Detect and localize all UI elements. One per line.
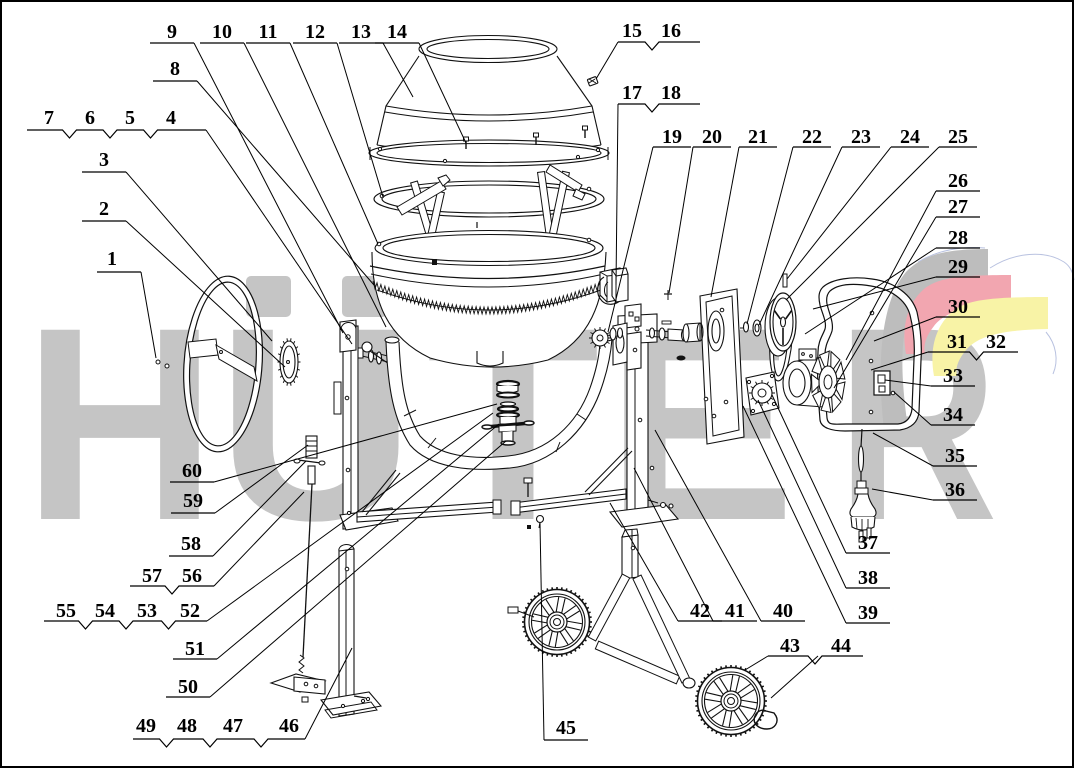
svg-text:56: 56 [182, 565, 202, 587]
svg-text:30: 30 [948, 296, 968, 318]
svg-text:51: 51 [185, 638, 205, 660]
svg-text:52: 52 [180, 600, 200, 622]
svg-text:54: 54 [95, 600, 115, 622]
svg-text:23: 23 [851, 126, 871, 148]
svg-text:28: 28 [948, 227, 968, 249]
svg-text:31: 31 [947, 331, 967, 353]
svg-text:37: 37 [858, 532, 878, 554]
svg-text:11: 11 [259, 21, 278, 43]
svg-text:49: 49 [136, 715, 156, 737]
svg-text:16: 16 [661, 20, 681, 42]
svg-text:24: 24 [900, 126, 920, 148]
svg-text:47: 47 [223, 715, 243, 737]
svg-text:46: 46 [279, 715, 299, 737]
svg-text:39: 39 [858, 602, 878, 624]
svg-text:44: 44 [831, 635, 851, 657]
svg-text:43: 43 [780, 635, 800, 657]
svg-text:19: 19 [662, 126, 682, 148]
svg-text:8: 8 [170, 58, 180, 80]
svg-text:6: 6 [85, 107, 95, 129]
svg-text:14: 14 [387, 21, 407, 43]
svg-text:20: 20 [702, 126, 722, 148]
svg-text:45: 45 [556, 717, 576, 739]
svg-text:7: 7 [44, 107, 54, 129]
svg-text:H: H [23, 270, 217, 578]
svg-text:41: 41 [725, 600, 745, 622]
svg-text:17: 17 [622, 82, 642, 104]
svg-text:48: 48 [177, 715, 197, 737]
svg-text:34: 34 [943, 404, 963, 426]
svg-text:15: 15 [622, 20, 642, 42]
svg-text:27: 27 [948, 196, 968, 218]
svg-text:9: 9 [167, 21, 177, 43]
svg-text:57: 57 [142, 565, 162, 587]
svg-text:36: 36 [945, 479, 965, 501]
svg-text:29: 29 [948, 256, 968, 278]
svg-text:10: 10 [212, 21, 232, 43]
svg-text:U: U [217, 271, 416, 578]
svg-text:18: 18 [661, 82, 681, 104]
svg-text:4: 4 [166, 107, 176, 129]
svg-text:25: 25 [948, 126, 968, 148]
svg-text:58: 58 [181, 533, 201, 555]
svg-text:38: 38 [858, 567, 878, 589]
svg-text:35: 35 [945, 445, 965, 467]
svg-text:22: 22 [802, 126, 822, 148]
svg-text:26: 26 [948, 170, 968, 192]
svg-text:42: 42 [690, 600, 710, 622]
svg-text:21: 21 [748, 126, 768, 148]
svg-text:40: 40 [773, 600, 793, 622]
svg-text:60: 60 [182, 460, 202, 482]
svg-text:13: 13 [351, 21, 371, 43]
svg-text:53: 53 [137, 600, 157, 622]
svg-text:32: 32 [986, 331, 1006, 353]
svg-text:3: 3 [99, 149, 109, 171]
svg-text:1: 1 [107, 248, 117, 270]
svg-text:2: 2 [99, 198, 109, 220]
svg-text:5: 5 [125, 107, 135, 129]
svg-text:12: 12 [305, 21, 325, 43]
svg-text:55: 55 [56, 600, 76, 622]
svg-text:33: 33 [943, 365, 963, 387]
svg-text:59: 59 [183, 490, 203, 512]
svg-text:50: 50 [178, 676, 198, 698]
